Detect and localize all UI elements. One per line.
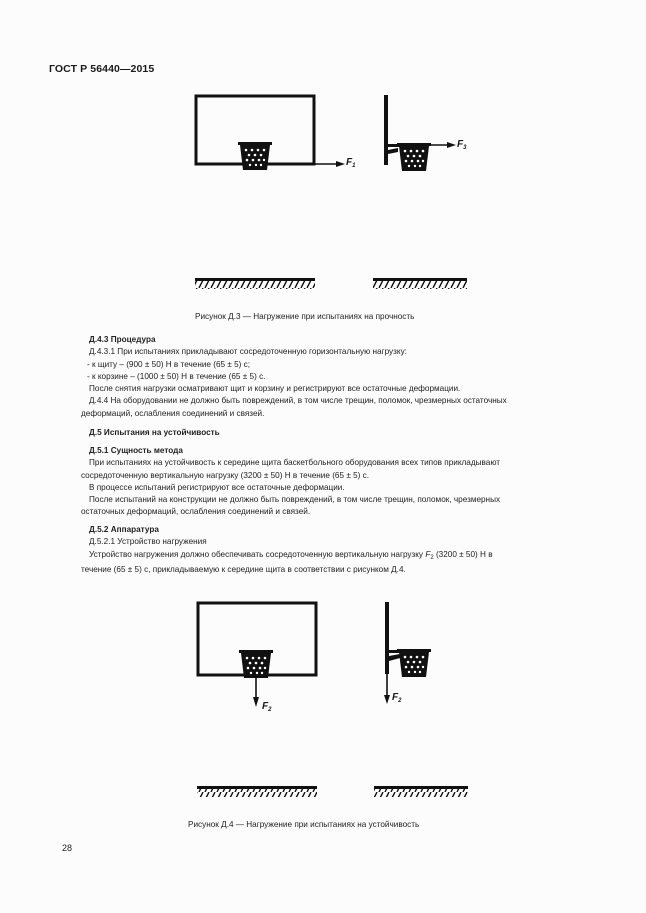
- list-item-board: - к щиту – (900 ± 50) Н в течение (65 ± …: [87, 359, 251, 369]
- para-d44-line2: деформаций, ослабления соединений и связ…: [81, 408, 265, 418]
- section-d52: Д.5.2 Аппаратура Д.5.2.1 Устройство нагр…: [81, 524, 598, 576]
- para-after-load: После снятия нагрузки осматривают щит и …: [89, 384, 461, 394]
- heading-d5: Д.5 Испытания на устойчивость: [89, 428, 220, 437]
- force-label-f2-front: F2: [262, 701, 272, 713]
- section-d5: Д.5 Испытания на устойчивость: [89, 427, 598, 439]
- section-d51: Д.5.1 Сущность метода При испытаниях на …: [81, 445, 598, 519]
- figure-d3-side-board: [384, 95, 456, 171]
- figure-d4-side-board: [384, 602, 431, 704]
- force-label-f3: F3: [457, 139, 467, 151]
- figure-d4-caption: Рисунок Д.4 — Нагружение при испытаниях …: [188, 820, 420, 829]
- figure-d3-front-board: [194, 94, 345, 170]
- section-d43: Д.4.3 Процедура Д.4.3.1 При испытаниях п…: [81, 334, 598, 420]
- para-d521: Д.5.2.1 Устройство нагружения: [89, 537, 207, 547]
- figure-d3-caption: Рисунок Д.3 — Нагружение при испытаниях …: [195, 312, 415, 321]
- force-label-f2-side: F2: [392, 692, 402, 704]
- para-d44-line1: Д.4.4 На оборудовании не должно быть пов…: [89, 396, 507, 406]
- heading-d43: Д.4.3 Процедура: [89, 335, 156, 344]
- force-label-f1: F1: [346, 157, 356, 169]
- heading-d52: Д.5.2 Аппаратура: [89, 525, 159, 534]
- para-d521-line1: Устройство нагружения должно обеспечиват…: [89, 549, 493, 561]
- para-d51-after-line1: После испытаний на конструкции не должно…: [89, 495, 501, 505]
- para-d51-line1: При испытаниях на устойчивость к середин…: [89, 458, 501, 468]
- para-d51-deform: В процессе испытаний регистрируют все ос…: [89, 482, 345, 492]
- para-d431: Д.4.3.1 При испытаниях прикладывают соср…: [89, 347, 407, 357]
- page-number: 28: [62, 843, 73, 853]
- heading-d51: Д.5.1 Сущность метода: [89, 446, 183, 455]
- para-d51-after-line2: остаточных деформаций, ослабления соедин…: [81, 507, 311, 517]
- figure-d4-front-board: [196, 601, 318, 707]
- list-item-basket: - к корзине – (1000 ± 50) Н в течение (6…: [87, 371, 266, 381]
- figure-d4-ground: [197, 786, 468, 797]
- standard-header: ГОСТ Р 56440—2015: [49, 63, 155, 75]
- figure-d3-ground: [195, 278, 467, 289]
- para-d521-line2: течение (65 ± 5) с, прикладываемую к сер…: [81, 564, 406, 574]
- para-d51-line2: сосредоточенную вертикальную нагрузку (3…: [81, 470, 370, 480]
